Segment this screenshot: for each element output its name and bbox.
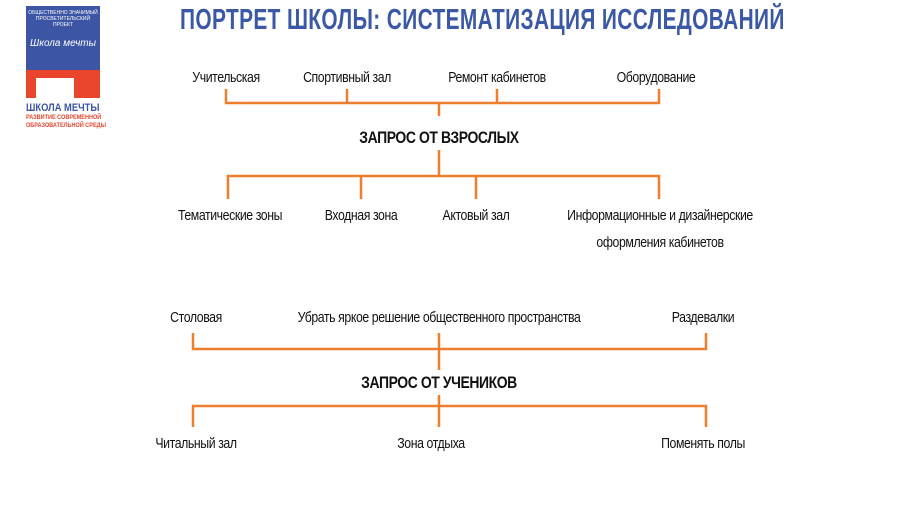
heading-students: ЗАПРОС ОТ УЧЕНИКОВ	[361, 373, 517, 392]
node-change-floors: Поменять полы	[661, 435, 745, 452]
node-thematic-zones: Тематические зоны	[177, 207, 283, 224]
node-rest-zone: Зона отдыха	[397, 435, 465, 452]
heading-adults: ЗАПРОС ОТ ВЗРОСЛЫХ	[359, 128, 519, 147]
node-cloakrooms: Раздевалки	[671, 309, 735, 326]
logo: ОБЩЕСТВЕННО ЗНАЧИМЫЙ ПРОСВЕТИТЕЛЬСКИЙ ПР…	[26, 6, 106, 130]
logo-sub1: РАЗВИТИЕ СОВРЕМЕННОЙ	[26, 114, 102, 121]
node-classroom-repair: Ремонт кабинетов	[448, 69, 546, 86]
node-equipment: Оборудование	[616, 69, 696, 86]
logo-sub2: ОБРАЗОВАТЕЛЬНОЙ СРЕДЫ	[26, 122, 106, 129]
logo-name: ШКОЛА МЕЧТЫ	[26, 102, 100, 114]
node-info-design-line2: оформления кабинетов	[596, 234, 724, 251]
node-entrance-zone: Входная зона	[324, 207, 398, 224]
node-info-design: Информационные и дизайнерские	[567, 207, 753, 224]
logo-script: Школа мечты	[30, 38, 96, 49]
node-assembly-hall: Актовый зал	[442, 207, 510, 224]
node-canteen: Столовая	[170, 309, 222, 326]
page-title: ПОРТРЕТ ШКОЛЫ: СИСТЕМАТИЗАЦИЯ ИССЛЕДОВАН…	[180, 4, 785, 36]
node-reading-room: Читальный зал	[155, 435, 237, 452]
logo-top-text: ОБЩЕСТВЕННО ЗНАЧИМЫЙ ПРОСВЕТИТЕЛЬСКИЙ ПР…	[28, 10, 98, 28]
node-bright-space: Убрать яркое решение общественного прост…	[297, 309, 581, 326]
node-teachers-room: Учительская	[192, 69, 260, 86]
node-gym: Спортивный зал	[303, 69, 391, 86]
